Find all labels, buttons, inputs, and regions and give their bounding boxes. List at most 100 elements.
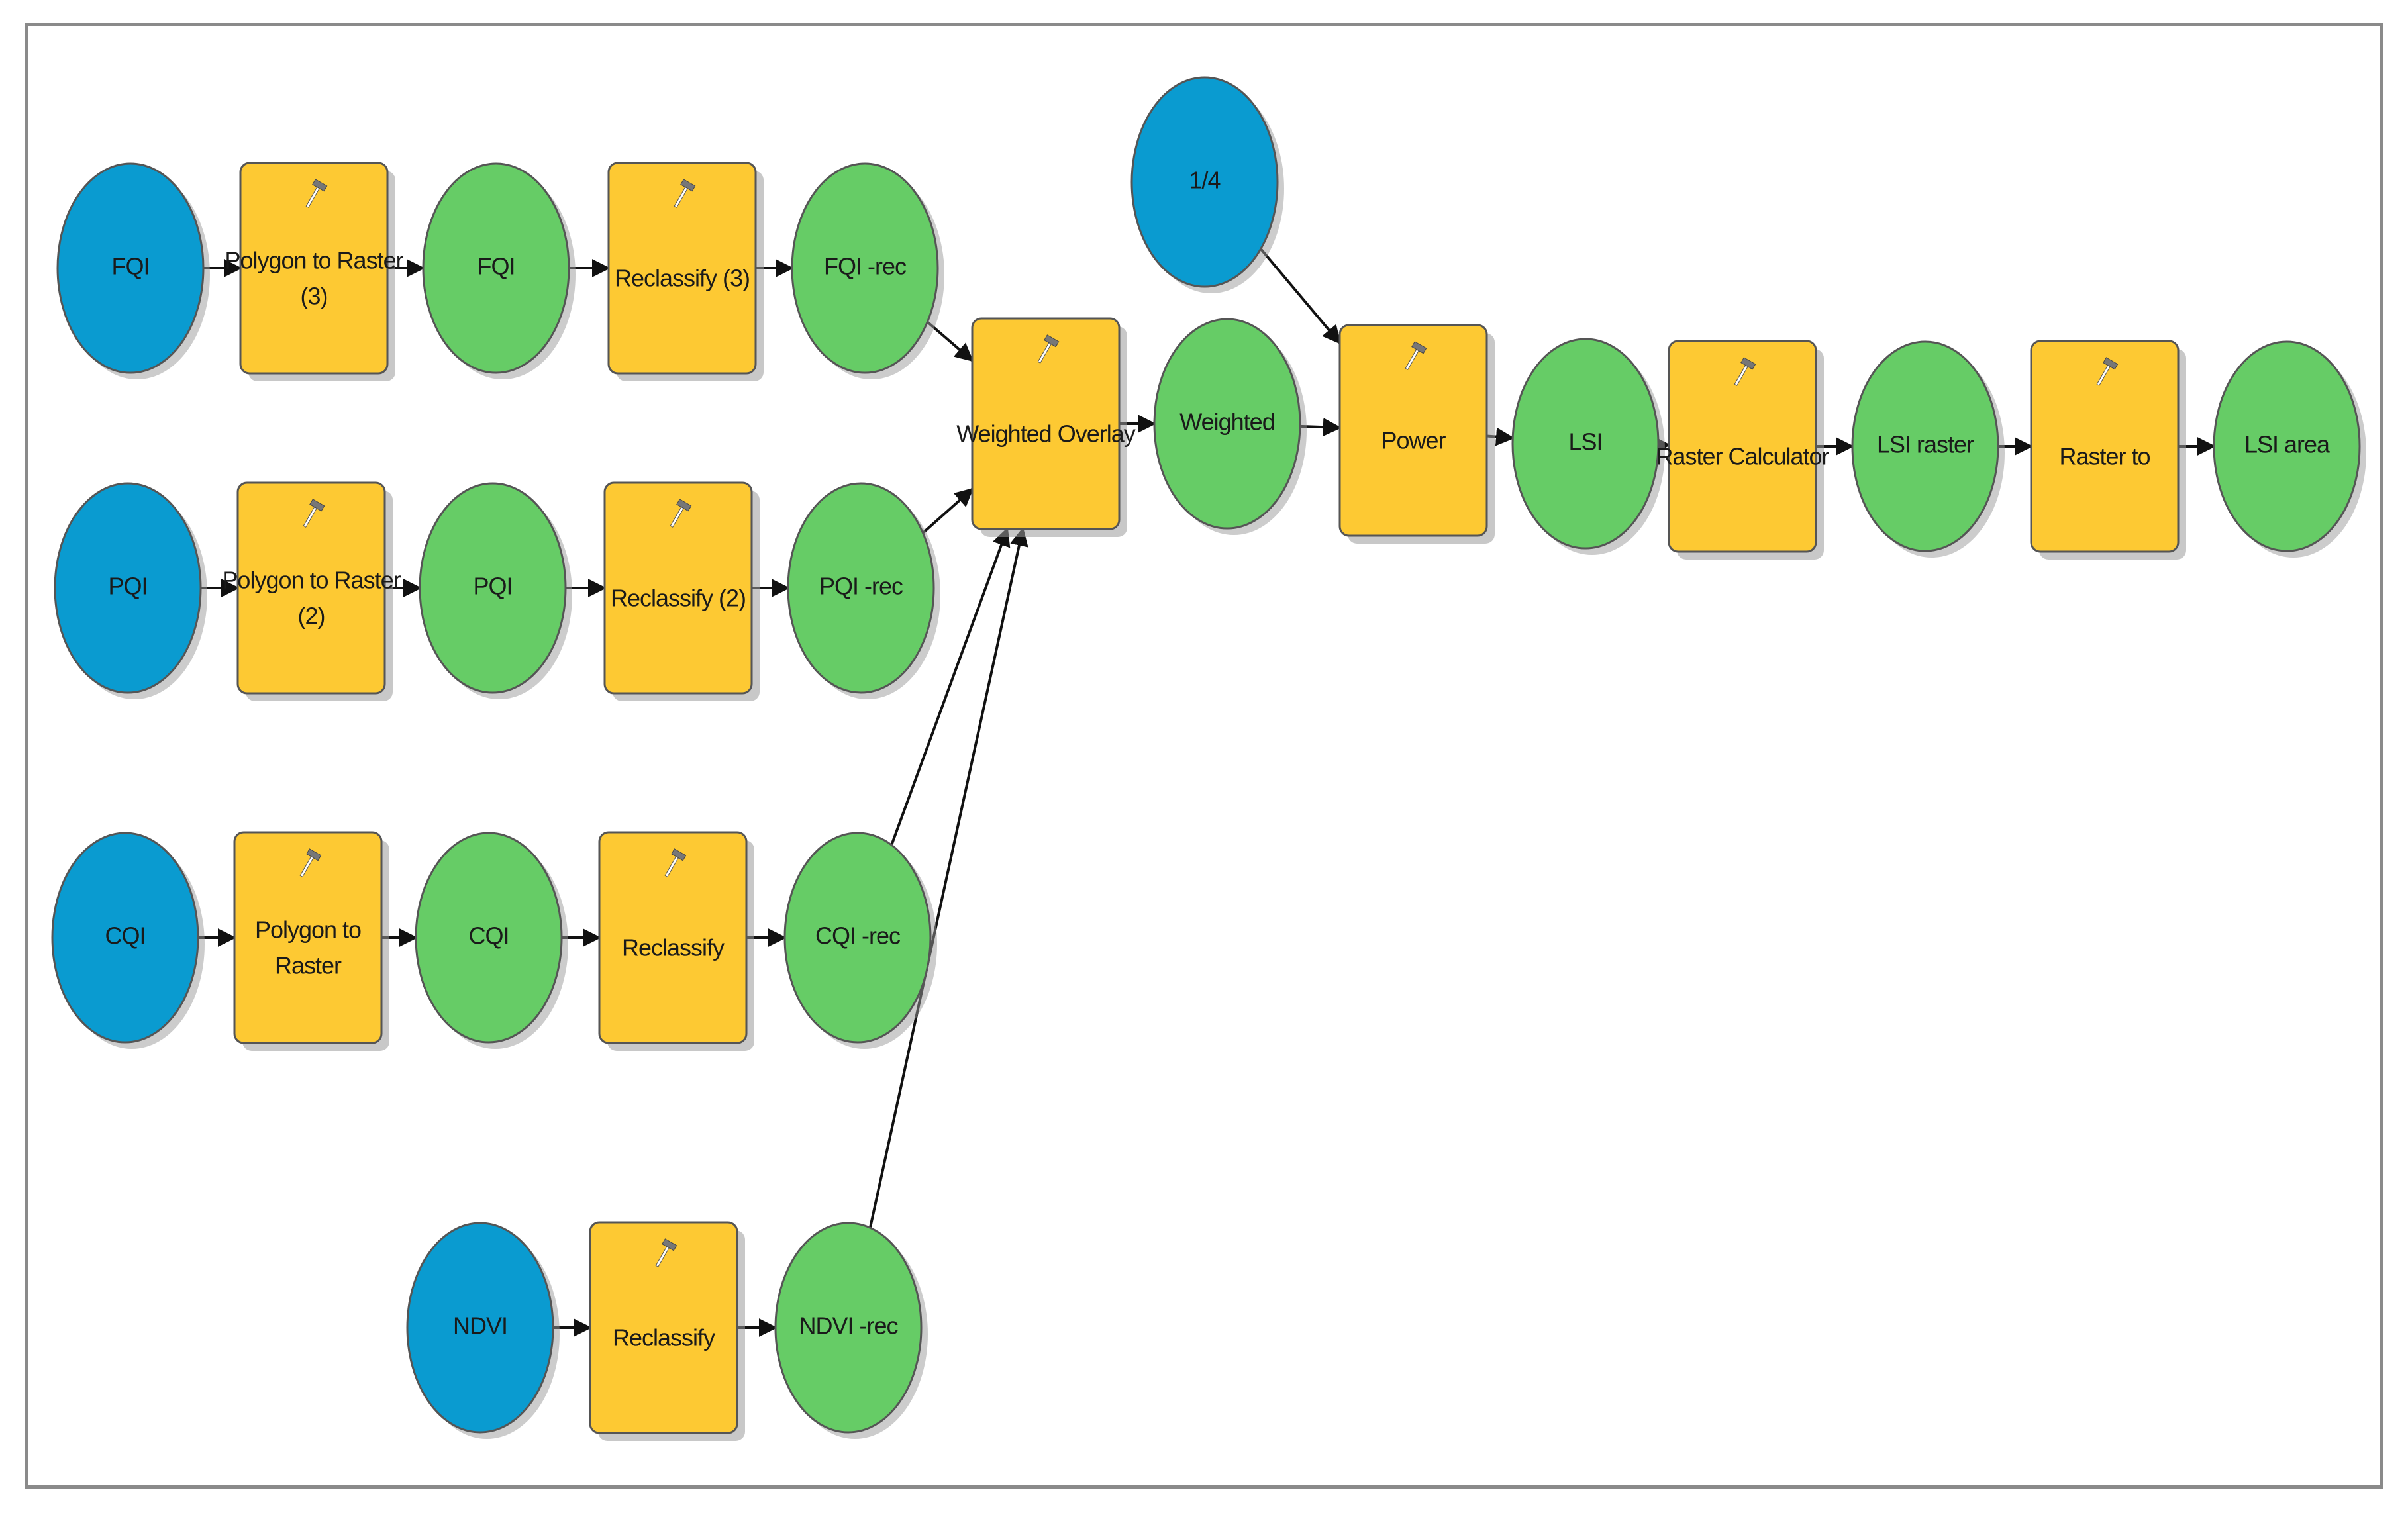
tool-box (589, 1221, 738, 1434)
node-cqi-in[interactable]: CQI (51, 832, 205, 1049)
node-power[interactable]: Power (1338, 324, 1495, 544)
node-label: PQI (108, 573, 147, 600)
node-raster-to[interactable]: Raster to (2030, 340, 2186, 560)
tool-box (239, 162, 389, 375)
tool-box (603, 481, 753, 695)
hammer-icon (1405, 341, 1427, 370)
node-label: PQI -rec (819, 573, 903, 600)
output-data-ellipse (787, 482, 935, 694)
node-label: Polygon to Raster (222, 567, 401, 594)
input-data-ellipse (54, 482, 202, 694)
edge-fqi-rec-to-weighted-overlay (927, 320, 974, 362)
tool-box (971, 317, 1121, 530)
input-data-ellipse (51, 832, 199, 1044)
node-label: Weighted Overlay (956, 420, 1135, 448)
node-lsi-raster[interactable]: LSI raster (1851, 340, 2005, 558)
node-reclassify-2[interactable]: Reclassify (2) (603, 481, 760, 701)
node-pqi-rec[interactable]: PQI -rec (787, 482, 940, 699)
output-data-ellipse (783, 832, 932, 1044)
node-label: Raster (275, 952, 342, 979)
node-label: CQI (468, 922, 509, 950)
node-weighted[interactable]: Weighted (1153, 318, 1307, 535)
node-label: NDVI (453, 1312, 507, 1340)
input-data-ellipse (406, 1222, 554, 1434)
node-cqi-raster[interactable]: CQI (415, 832, 568, 1049)
node-label: 1/4 (1189, 167, 1220, 194)
output-data-ellipse (1153, 318, 1301, 530)
node-weighted-overlay[interactable]: Weighted Overlay (956, 317, 1136, 537)
node-label: CQI (105, 922, 145, 950)
node-label: (2) (298, 603, 325, 630)
hammer-icon (299, 848, 322, 877)
node-label: FQI -rec (824, 253, 907, 280)
node-pqi-raster[interactable]: PQI (419, 482, 572, 699)
output-data-ellipse (2213, 340, 2361, 552)
node-raster-calculator[interactable]: Raster Calculator (1656, 340, 1831, 560)
node-label: Reclassify (3) (615, 265, 750, 292)
node-label: PQI (473, 573, 512, 600)
edge-ndvi-rec-to-weighted-overlay (868, 527, 1028, 1228)
hammer-icon (1734, 357, 1756, 386)
edge-quarter-to-power (1260, 248, 1341, 345)
hammer-icon (674, 179, 696, 208)
node-poly-raster[interactable]: Polygon to Raster (233, 831, 389, 1051)
node-ndvi-rec[interactable]: NDVI -rec (774, 1222, 928, 1439)
hammer-icon (303, 499, 325, 528)
node-label: Reclassify (622, 934, 725, 961)
hammer-icon (1037, 334, 1060, 364)
tool-box (2030, 340, 2180, 553)
node-quarter[interactable]: 1/4 (1130, 76, 1284, 293)
node-reclassify-3[interactable]: Reclassify (3) (607, 162, 764, 381)
output-data-ellipse (791, 162, 939, 374)
output-data-ellipse (774, 1222, 923, 1434)
node-label: (3) (301, 283, 328, 310)
node-poly-raster-2[interactable]: Polygon to Raster (2) (222, 481, 402, 701)
tool-box (1668, 340, 1817, 553)
tool-box (233, 831, 383, 1044)
node-label: Reclassify (613, 1324, 715, 1351)
node-ndvi-in[interactable]: NDVI (406, 1222, 560, 1439)
output-data-ellipse (419, 482, 567, 694)
node-pqi-in[interactable]: PQI (54, 482, 207, 699)
node-label: FQI (112, 253, 150, 280)
output-data-ellipse (1851, 340, 1999, 552)
tool-box (1338, 324, 1488, 537)
edge-cqi-rec-to-weighted-overlay (890, 527, 1011, 846)
node-label: Raster Calculator (1656, 443, 1829, 470)
node-label: FQI (477, 253, 515, 280)
input-data-ellipse (1130, 76, 1279, 288)
node-label: Reclassify (2) (611, 585, 746, 612)
node-label: LSI area (2244, 431, 2331, 458)
tool-box (236, 481, 386, 695)
node-label: CQI -rec (815, 922, 901, 950)
hammer-icon (664, 848, 687, 877)
edge-pqi-rec-to-weighted-overlay (922, 487, 974, 534)
node-fqi-raster[interactable]: FQI (422, 162, 576, 379)
node-lsi[interactable]: LSI (1511, 338, 1665, 555)
node-label: LSI raster (1877, 431, 1974, 458)
output-data-ellipse (1511, 338, 1660, 550)
hammer-icon (2096, 357, 2119, 386)
tool-box (598, 831, 748, 1044)
node-cqi-rec[interactable]: CQI -rec (783, 832, 937, 1049)
node-poly-raster-3[interactable]: Polygon to Raster(3) (225, 162, 405, 381)
node-reclassify-n[interactable]: Reclassify (589, 1221, 745, 1441)
node-label: Polygon to (255, 916, 361, 944)
node-label: Power (1381, 427, 1446, 454)
node-label: LSI (1568, 428, 1602, 456)
node-label: Weighted (1179, 409, 1274, 436)
node-fqi-rec[interactable]: FQI -rec (791, 162, 944, 379)
tool-box (607, 162, 757, 375)
node-label: Raster to (2059, 443, 2150, 470)
node-reclassify-c[interactable]: Reclassify (598, 831, 754, 1051)
node-lsi-area[interactable]: LSI area (2213, 340, 2366, 558)
hammer-icon (655, 1238, 677, 1267)
input-data-ellipse (56, 162, 205, 374)
node-label: NDVI -rec (799, 1312, 898, 1340)
output-data-ellipse (415, 832, 563, 1044)
hammer-icon (670, 499, 692, 528)
node-fqi-in[interactable]: FQI (56, 162, 210, 379)
